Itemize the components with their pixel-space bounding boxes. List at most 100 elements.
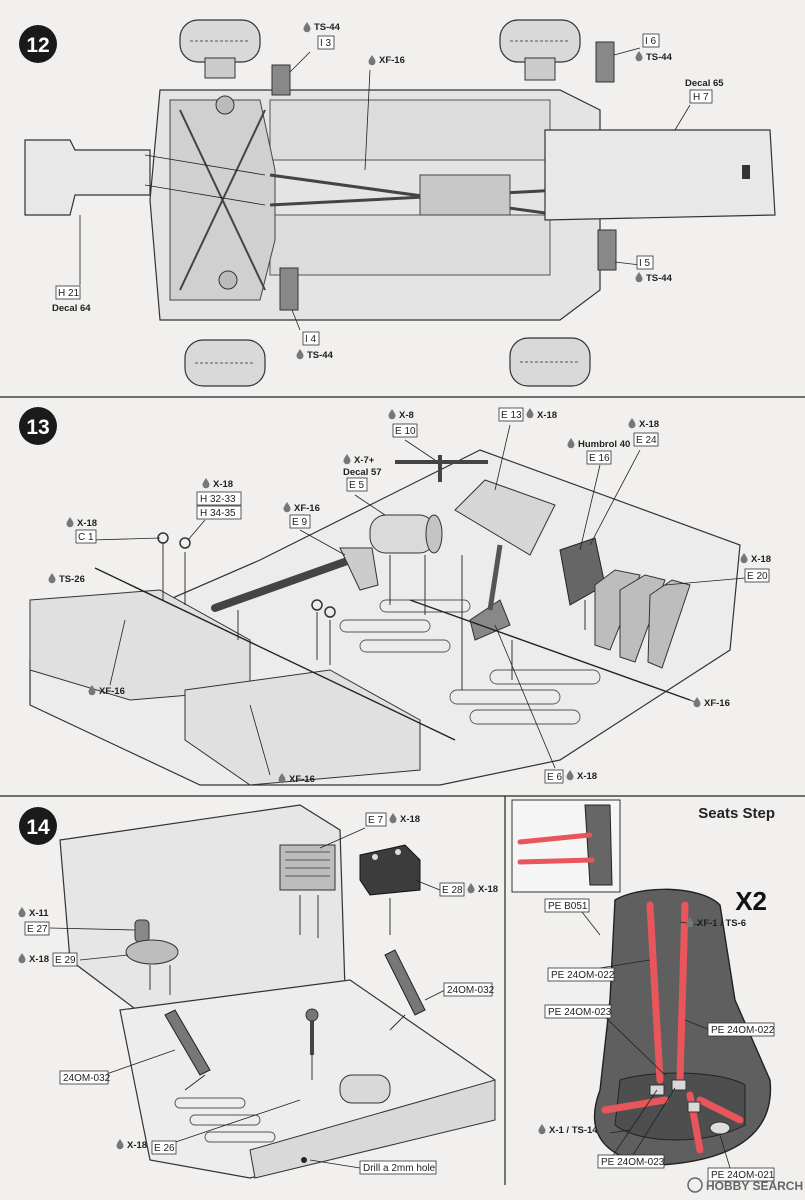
step-13-panel: 13 <box>19 407 771 786</box>
part-label-i5: I 5 <box>639 258 651 269</box>
paint-xf16-left: XF-16 <box>99 686 125 697</box>
decal-65: Decal 65 <box>685 78 724 89</box>
label-box <box>196 505 242 520</box>
note-drill-hole: Drill a 2mm hole <box>363 1163 436 1174</box>
part-e9-shaft <box>211 556 354 612</box>
watermark-text: HOBBY SEARCH <box>706 1179 803 1193</box>
part-label-e20: E 20 <box>747 571 768 582</box>
part-label-c1: C 1 <box>78 532 94 543</box>
part-24om032-bracket-right <box>384 949 426 1016</box>
paint-x18-e13: X-18 <box>537 410 557 421</box>
paint-xf16-e9: XF-16 <box>294 503 320 514</box>
part-e9-bracket <box>339 547 379 591</box>
seats-step-panel: Seats Step X2 <box>511 799 775 1182</box>
watermark-logo-icon <box>687 1177 703 1193</box>
step-number: 14 <box>26 816 50 839</box>
seats-step-title: Seats Step <box>698 805 775 822</box>
part-e13-pedal-box <box>454 479 556 556</box>
step-12-panel: 12 <box>19 19 776 387</box>
part-label-24om032-right: 24OM-032 <box>447 985 495 996</box>
paint-x18-e6: X-18 <box>577 771 597 782</box>
paint-x11: X-11 <box>29 908 49 919</box>
step-number-badge <box>19 25 57 63</box>
label-box <box>55 285 81 300</box>
step-number-badge <box>19 807 57 845</box>
paint-humbrol-40: Humbrol 40 <box>578 439 630 450</box>
label-box <box>302 331 320 346</box>
label-box <box>392 423 418 438</box>
paint-xf16-right: XF-16 <box>704 698 730 709</box>
part-label-h21: H 21 <box>58 288 80 299</box>
part-label-pe022-top: PE 24OM-022 <box>551 970 615 981</box>
part-label-h34: H 34-35 <box>200 508 236 519</box>
label-box <box>744 568 770 583</box>
paint-x18-h: X-18 <box>213 479 233 490</box>
step-number: 12 <box>26 34 49 57</box>
part-label-i6: I 6 <box>645 36 657 47</box>
part-e20-pedals <box>594 569 691 669</box>
part-label-24om032-left: 24OM-032 <box>63 1073 111 1084</box>
paint-x18-e26: X-18 <box>127 1140 147 1151</box>
part-label-e9: E 9 <box>292 517 307 528</box>
watermark: HOBBY SEARCH <box>687 1177 803 1193</box>
drill-hole-marker <box>301 1157 307 1163</box>
paint-x18-e28: X-18 <box>478 884 498 895</box>
part-label-pe023-top: PE 24OM-023 <box>548 1007 612 1018</box>
label-box <box>346 477 368 492</box>
label-box <box>544 769 564 784</box>
label-box <box>439 882 465 897</box>
label-box <box>544 1004 612 1019</box>
part-label-e28: E 28 <box>442 885 463 896</box>
label-box <box>547 967 615 982</box>
part-e6-stalk <box>487 544 503 611</box>
label-box <box>707 1022 775 1037</box>
tyre-front-left <box>179 19 261 79</box>
seat-harness-hole <box>709 1121 731 1135</box>
paint-ts26: TS-26 <box>59 574 85 585</box>
seat-harness-belts <box>601 901 744 1154</box>
part-label-pe022-right: PE 24OM-022 <box>711 1025 775 1036</box>
diffuser-slot <box>742 165 750 179</box>
label-box <box>317 35 335 50</box>
part-label-h32: H 32-33 <box>200 494 236 505</box>
paint-x1-ts14: X-1 / TS-14 <box>549 1125 598 1136</box>
decal-64: Decal 64 <box>52 303 91 314</box>
label-box <box>151 1140 177 1155</box>
label-box <box>443 982 493 997</box>
paint-ts44-i6: TS-44 <box>646 52 673 63</box>
part-h7-diffuser <box>544 129 776 221</box>
paint-x18-e7: X-18 <box>400 814 420 825</box>
label-box <box>59 1070 109 1085</box>
part-e5-cylinder <box>369 514 443 554</box>
part-i3-mudflap <box>271 64 291 96</box>
decal-57: Decal 57 <box>343 467 382 478</box>
paint-x18-e20: X-18 <box>751 554 771 565</box>
part-label-i4: I 4 <box>305 334 317 345</box>
seats-leaders <box>581 911 731 1169</box>
inset-belts <box>517 832 595 865</box>
part-e10-tool <box>395 455 488 482</box>
paint-xf1-ts6: XF-1 / TS-6 <box>697 918 746 929</box>
label-box <box>359 1160 437 1175</box>
part-label-e26: E 26 <box>154 1143 175 1154</box>
step-14-arrows <box>149 895 406 1091</box>
part-i5-mudflap <box>597 229 617 271</box>
part-label-peb051: PE B051 <box>548 901 588 912</box>
part-label-pe021: PE 24OM-021 <box>711 1170 775 1181</box>
part-label-e13: E 13 <box>501 410 522 421</box>
step-number: 13 <box>26 416 49 439</box>
part-h21-tray <box>24 139 151 216</box>
paint-ts44-i4: TS-44 <box>307 350 334 361</box>
part-24om032-bracket-left <box>164 1009 211 1076</box>
part-e29-plate <box>125 939 179 965</box>
chassis-underside <box>149 89 601 321</box>
part-rod-end <box>311 599 323 611</box>
part-e27-cap <box>134 919 150 943</box>
label-box <box>52 952 78 967</box>
label-box <box>707 1167 775 1182</box>
part-label-e16: E 16 <box>589 453 610 464</box>
part-e26-gear-lever <box>305 1008 319 1055</box>
step-14-leaders <box>49 827 446 1169</box>
label-box <box>289 514 311 529</box>
